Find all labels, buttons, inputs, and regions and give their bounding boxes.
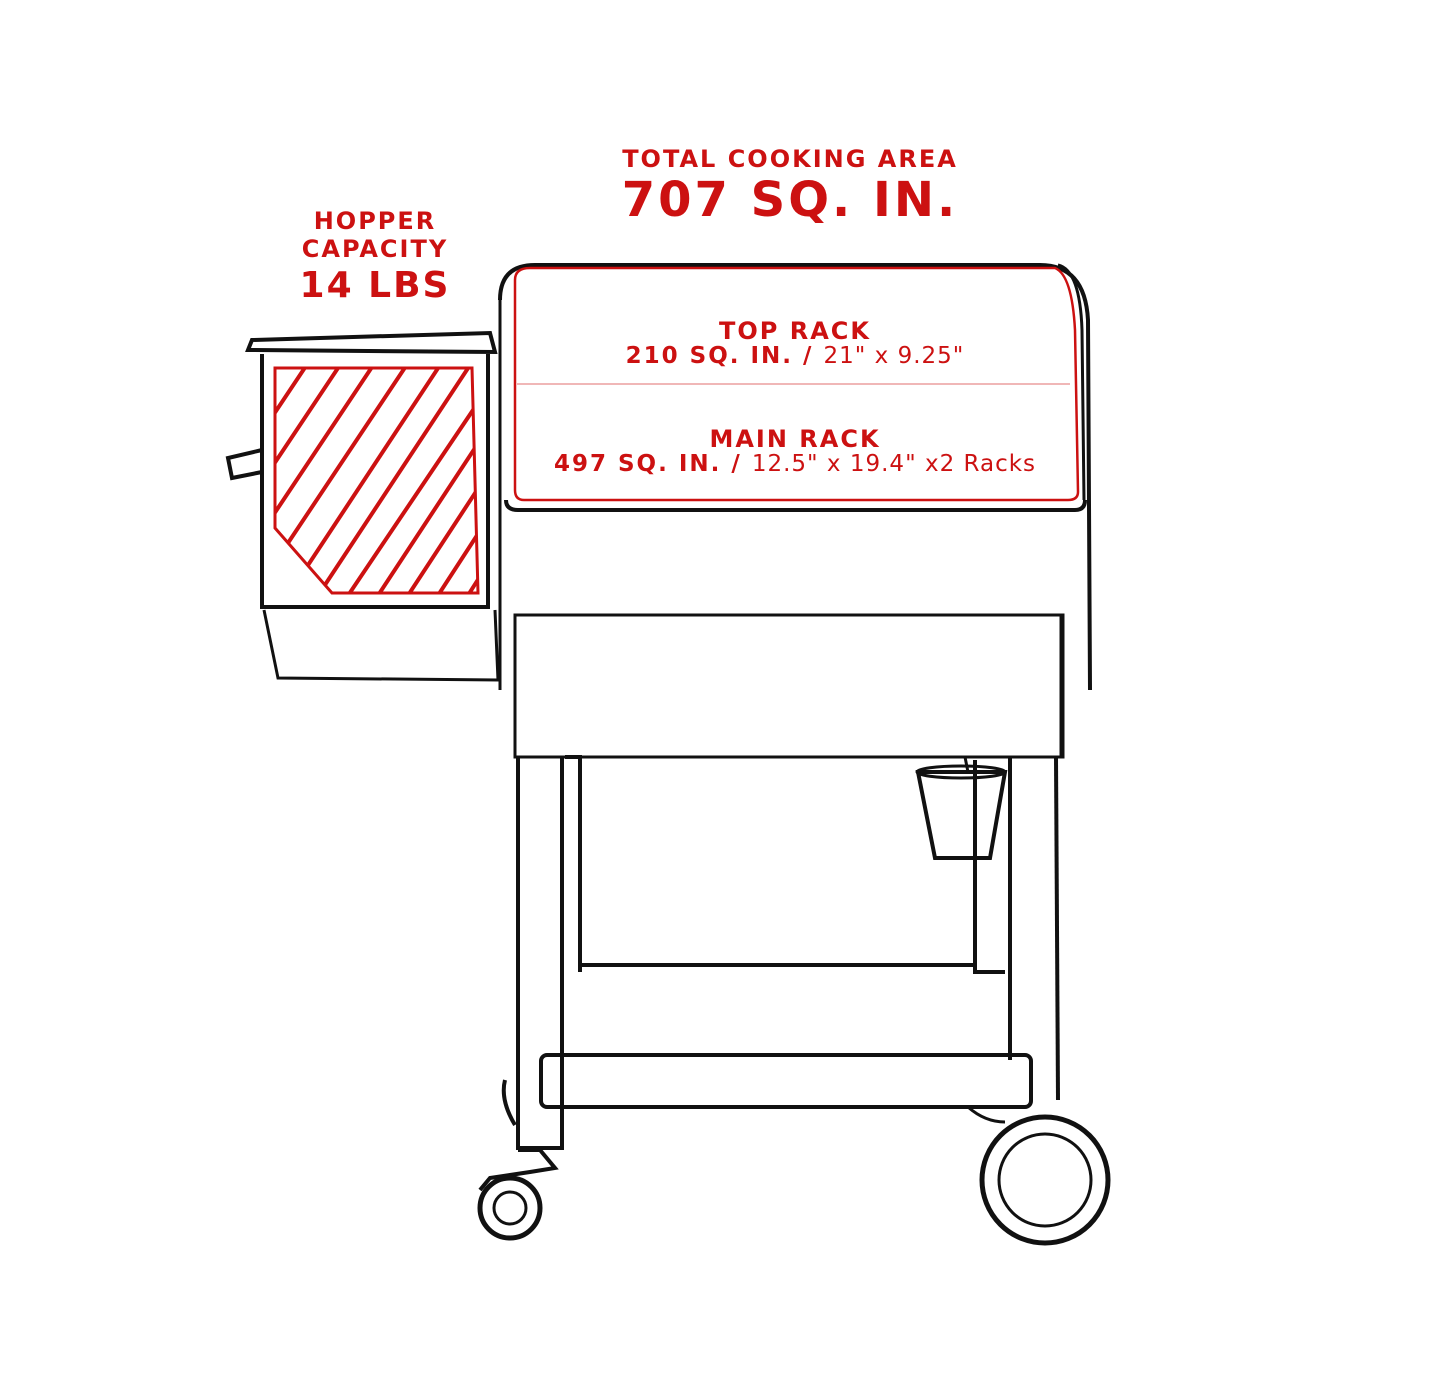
hopper-label-line1: HOPPER	[313, 207, 437, 235]
hopper-capacity-value: 14 LBS	[299, 265, 451, 306]
total-cooking-area-value: 707 SQ. IN.	[621, 172, 959, 228]
hopper-handle	[225, 448, 263, 481]
body-box	[513, 613, 1065, 759]
left-caster	[477, 1079, 559, 1241]
top-rack-specs: 210 SQ. IN. / 21" x 9.25"	[520, 343, 1070, 369]
hopper-body	[260, 354, 490, 609]
lid-outline	[513, 266, 1080, 502]
chamber-outline	[498, 263, 1092, 691]
bottom-shelf	[539, 1053, 1033, 1109]
main-rack-dimensions: 12.5" x 19.4" x2 Racks	[751, 451, 1037, 477]
legs	[516, 755, 1060, 1150]
main-rack-area: 497 SQ. IN. /	[553, 451, 742, 477]
hopper-lower	[262, 609, 500, 682]
top-rack-label: TOP RACK	[719, 317, 871, 345]
main-rack-label: MAIN RACK	[709, 425, 881, 453]
top-rack-area: 210 SQ. IN. /	[625, 343, 814, 369]
top-rack-dimensions: 21" x 9.25"	[823, 343, 965, 369]
total-cooking-area-label: TOTAL COOKING AREA	[622, 145, 958, 173]
hopper-window	[273, 366, 480, 595]
main-rack-specs: 497 SQ. IN. / 12.5" x 19.4" x2 Racks	[520, 451, 1070, 477]
right-wheel	[967, 1105, 1111, 1246]
grease-bucket	[915, 756, 1008, 860]
hopper-lid	[245, 330, 498, 355]
hopper-hatching	[275, 368, 478, 593]
hopper-label-line2: CAPACITY	[301, 235, 449, 263]
